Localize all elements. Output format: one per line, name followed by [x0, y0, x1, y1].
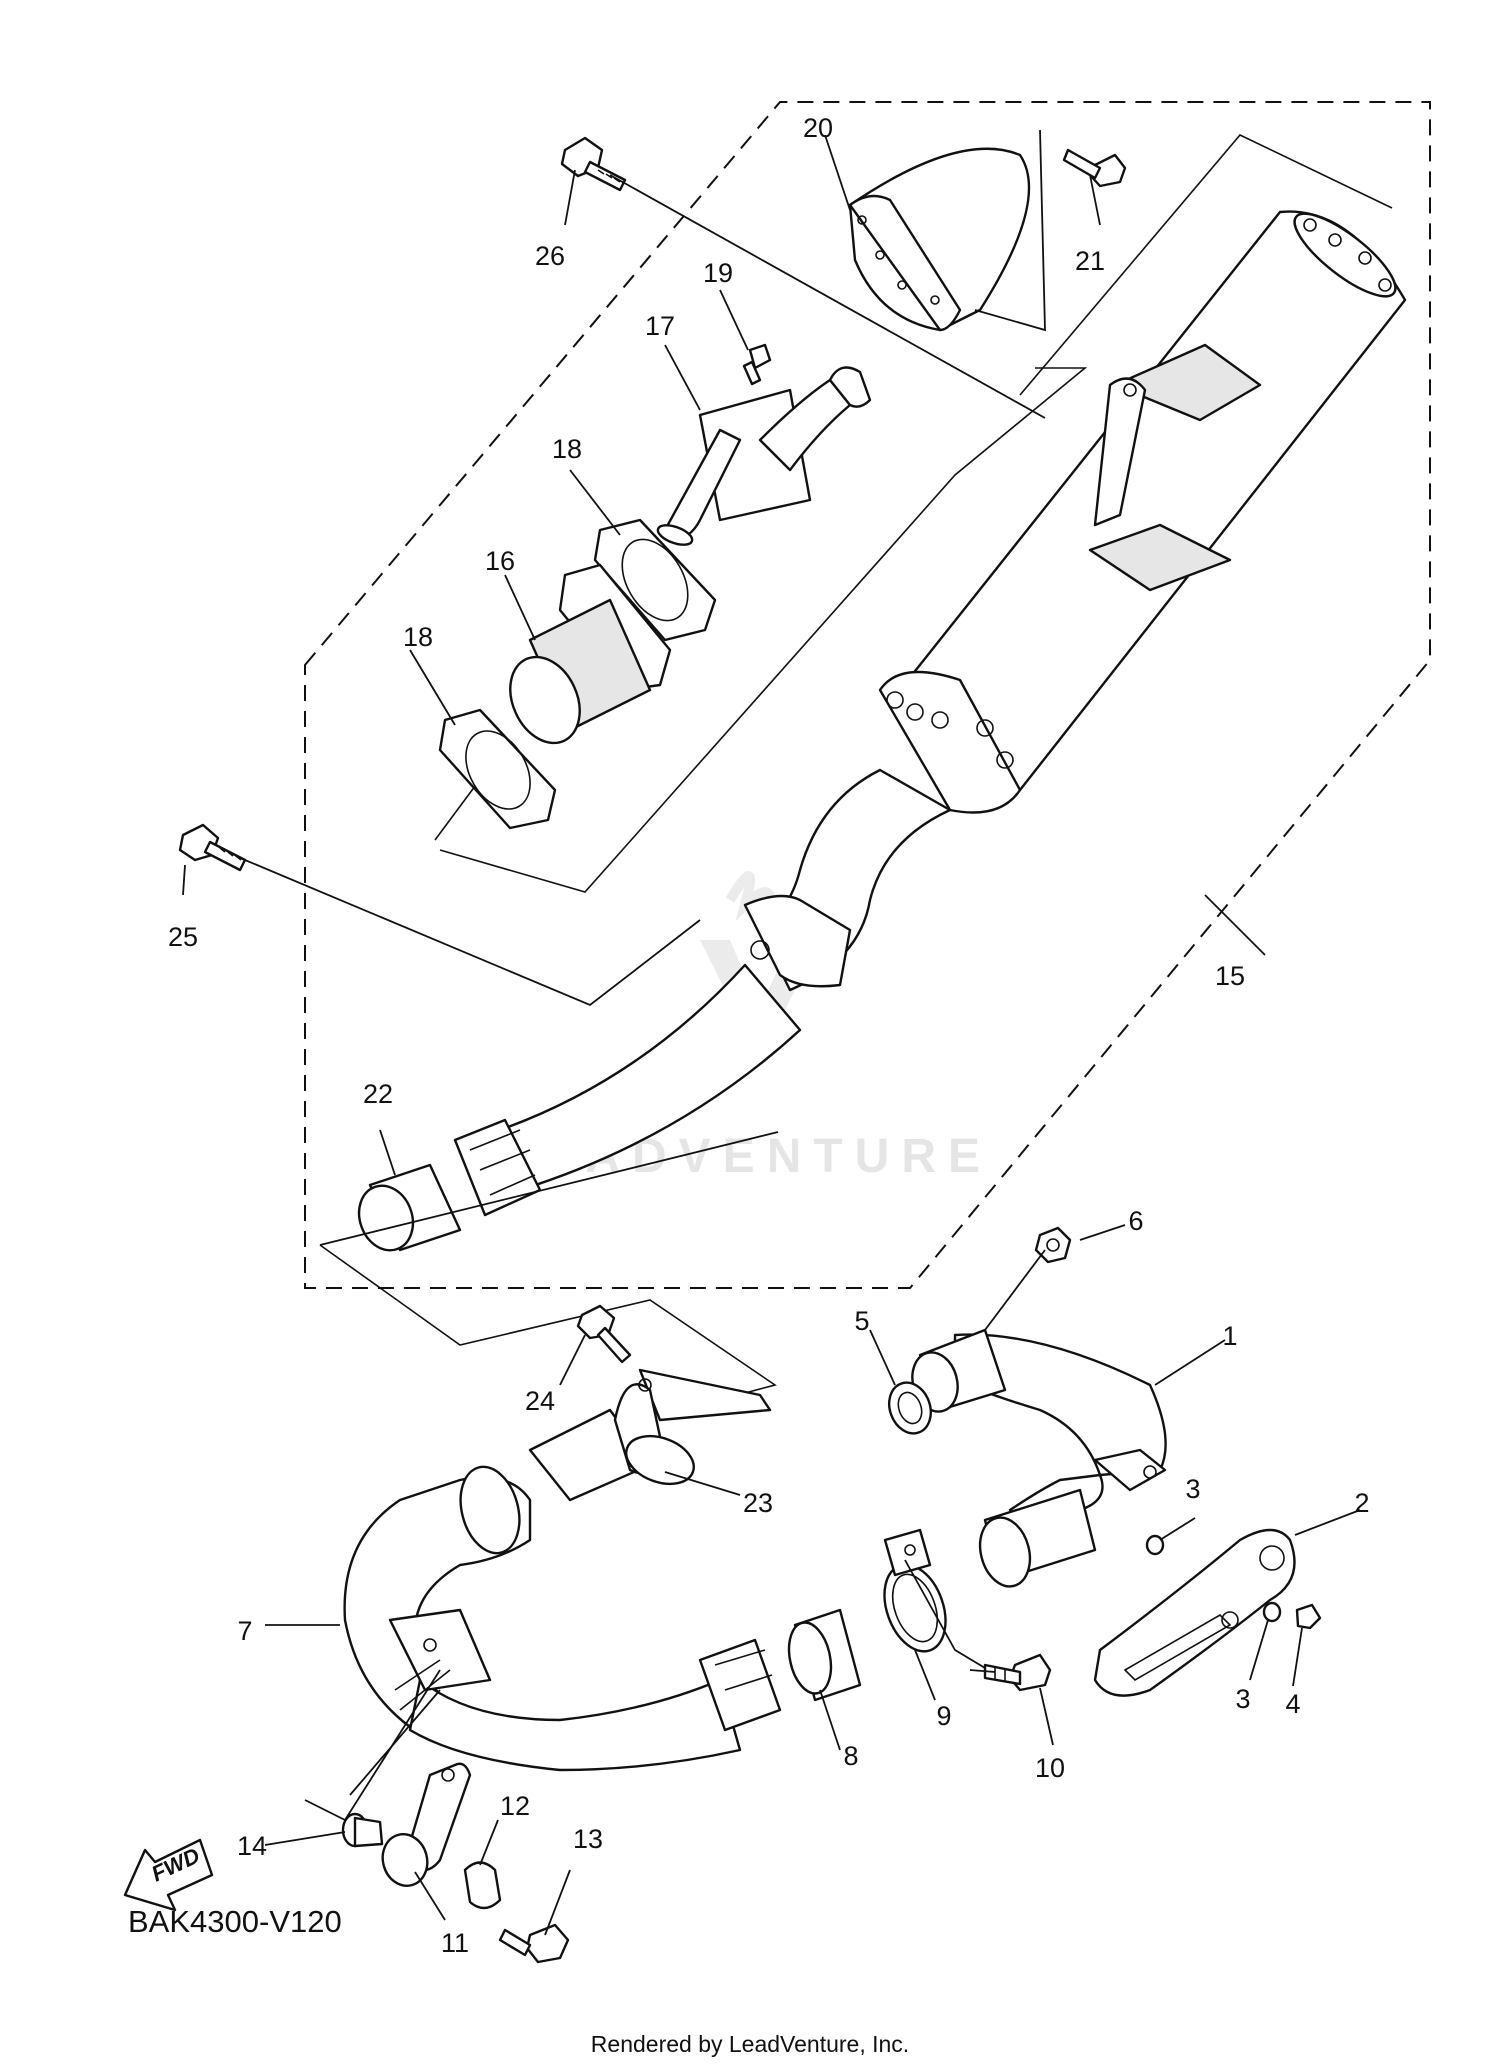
damper-12 [463, 1861, 502, 1910]
callout-23: 23 [743, 1488, 773, 1518]
washer-3-upper [1145, 1534, 1165, 1556]
diagram-code: BAK4300-V120 [128, 1904, 342, 1939]
bracket-2 [1093, 1528, 1296, 1697]
callout-17: 17 [645, 311, 675, 341]
clamp-9 [883, 1528, 947, 1653]
exhaust-pipe-7 [343, 1465, 782, 1772]
bolt-26 [560, 136, 627, 192]
bolt-21 [1062, 148, 1127, 188]
bolt-25 [178, 823, 247, 872]
callout-6: 6 [1128, 1206, 1143, 1236]
gasket-8 [787, 1608, 862, 1702]
bracket-11 [381, 1762, 472, 1887]
bolt-4 [1295, 1603, 1322, 1630]
callout-7: 7 [237, 1616, 252, 1646]
end-cap [848, 147, 1031, 332]
callout-15: 15 [1215, 961, 1245, 991]
leader-lines-lower [264, 1224, 1361, 1936]
callout-2: 2 [1354, 1488, 1369, 1518]
gasket-18-lower [438, 708, 557, 830]
washer-3-lower [1262, 1601, 1282, 1623]
callout-16: 16 [485, 546, 515, 576]
callout-3-upper: 3 [1185, 1474, 1200, 1504]
callout-13: 13 [573, 1824, 603, 1854]
callout-4: 4 [1285, 1689, 1300, 1719]
nut-6 [1034, 1226, 1072, 1264]
connector-frame [319, 1244, 777, 1406]
callout-labels: 20 21 26 19 17 18 16 18 25 15 22 6 5 1 2… [168, 113, 1370, 1958]
callout-20: 20 [803, 113, 833, 143]
callout-18-upper: 18 [552, 434, 582, 464]
callout-10: 10 [1035, 1753, 1065, 1783]
inner-frame-muffler [1019, 134, 1393, 396]
silencer-insert [509, 563, 672, 745]
gasket-5 [888, 1381, 932, 1435]
fwd-arrow-icon: FWD [123, 1838, 214, 1912]
callout-22: 22 [363, 1079, 393, 1109]
bracket-23 [528, 1368, 772, 1502]
callout-25: 25 [168, 922, 198, 952]
bolt-19 [742, 343, 772, 386]
callout-1: 1 [1222, 1321, 1237, 1351]
callout-5: 5 [854, 1306, 869, 1336]
leader-lines-upper [182, 129, 1266, 1246]
assembly-boundary [304, 101, 1431, 1289]
bolt-10 [983, 1653, 1052, 1692]
callout-26: 26 [535, 241, 565, 271]
sleeve-22 [357, 1163, 462, 1252]
gasket-18-upper [593, 518, 717, 642]
callout-24: 24 [525, 1386, 555, 1416]
callout-18-lower: 18 [403, 622, 433, 652]
callout-3-lower: 3 [1235, 1684, 1250, 1714]
callout-8: 8 [843, 1741, 858, 1771]
callout-11: 11 [441, 1928, 469, 1958]
collar-14 [341, 1812, 384, 1848]
inner-frame-upper [439, 367, 1088, 893]
footer-credit: Rendered by LeadVenture, Inc. [591, 2031, 909, 2057]
callout-12: 12 [500, 1791, 530, 1821]
bolt-13 [498, 1923, 570, 1964]
callout-9: 9 [936, 1701, 951, 1731]
bolt-24 [576, 1304, 632, 1364]
tail-pipe [656, 366, 872, 546]
callout-21: 21 [1075, 246, 1105, 276]
callout-14: 14 [237, 1831, 267, 1861]
muffler [453, 210, 1407, 1217]
exhaust-pipe-1 [911, 1328, 1167, 1588]
callout-19: 19 [703, 258, 733, 288]
